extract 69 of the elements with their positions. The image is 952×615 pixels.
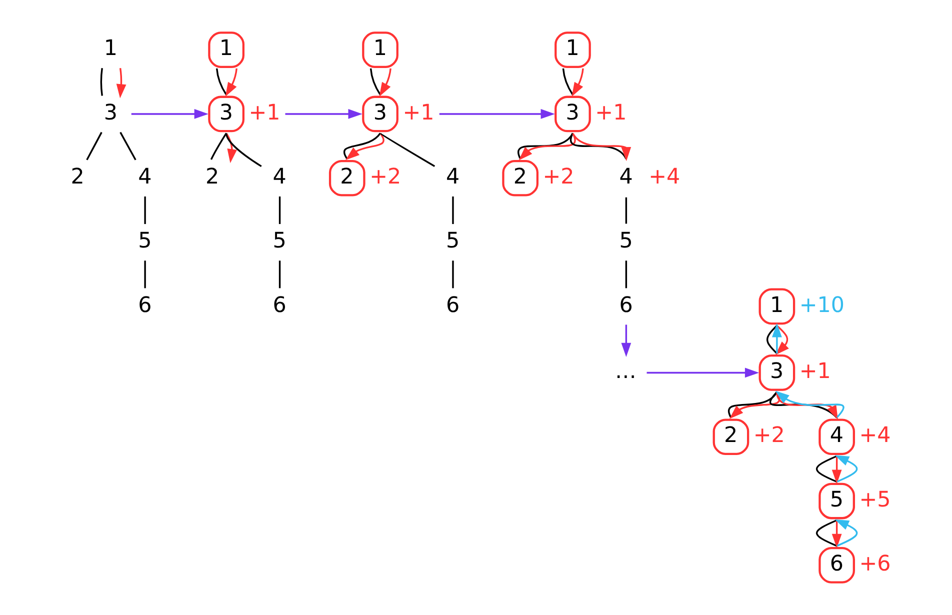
node-text: 5 bbox=[446, 228, 460, 254]
node-label: +4 bbox=[858, 423, 890, 448]
arrow bbox=[774, 390, 844, 418]
arrow bbox=[225, 133, 237, 164]
arrow bbox=[620, 324, 631, 357]
node-text: 6 bbox=[272, 292, 286, 318]
connector bbox=[144, 196, 146, 224]
node-text: 4 bbox=[446, 164, 460, 190]
arrow bbox=[831, 456, 842, 484]
arrow bbox=[284, 109, 362, 119]
arrow bbox=[834, 519, 858, 547]
node-text: 5 bbox=[272, 228, 286, 254]
connector bbox=[562, 68, 573, 96]
arrow bbox=[771, 323, 782, 354]
connector bbox=[119, 132, 136, 160]
node-text: 6 bbox=[618, 292, 632, 318]
node-label: +1 bbox=[798, 359, 830, 384]
connector bbox=[224, 133, 262, 168]
node-text: 2 bbox=[204, 164, 219, 190]
node-label: +1 bbox=[402, 100, 434, 126]
node-text: 4 bbox=[138, 164, 152, 190]
node-text: 6 bbox=[138, 292, 152, 318]
node-text: … bbox=[614, 359, 636, 384]
connector bbox=[379, 132, 435, 167]
arrow bbox=[438, 109, 554, 119]
arrow bbox=[571, 68, 584, 97]
connector bbox=[452, 260, 454, 288]
node-text: 5 bbox=[618, 228, 632, 254]
connector bbox=[278, 260, 280, 288]
connector bbox=[144, 260, 146, 288]
connector bbox=[624, 197, 627, 224]
node-text: 5 bbox=[138, 228, 152, 254]
node-label: +4 bbox=[648, 164, 680, 190]
node-text: 1 bbox=[103, 36, 117, 62]
connector bbox=[100, 68, 102, 96]
connector bbox=[766, 325, 778, 354]
connector bbox=[570, 132, 626, 160]
connector bbox=[278, 196, 280, 224]
arrow bbox=[831, 520, 842, 548]
arrow bbox=[130, 109, 208, 119]
node-text: 6 bbox=[446, 292, 460, 318]
connector bbox=[816, 519, 837, 547]
connector bbox=[452, 196, 454, 224]
arrow bbox=[834, 455, 858, 482]
node-label: +10 bbox=[798, 292, 844, 318]
arrow bbox=[774, 325, 788, 356]
arrow bbox=[572, 133, 631, 162]
node-text: 2 bbox=[70, 164, 84, 190]
arrow bbox=[646, 368, 759, 378]
connector bbox=[210, 132, 227, 160]
node-text: 4 bbox=[272, 164, 286, 190]
node-label: +6 bbox=[858, 552, 890, 577]
node-label: +5 bbox=[858, 487, 890, 512]
connector bbox=[369, 68, 380, 96]
node-label: +2 bbox=[542, 164, 574, 190]
connector bbox=[624, 260, 627, 288]
connector bbox=[215, 68, 227, 96]
arrow bbox=[224, 68, 237, 97]
node-text: 3 bbox=[103, 100, 117, 126]
arrow bbox=[116, 68, 126, 98]
node-label: +2 bbox=[752, 423, 784, 448]
arrow bbox=[378, 68, 391, 97]
node-text: 4 bbox=[618, 164, 632, 190]
node-label: +1 bbox=[594, 100, 626, 126]
connector bbox=[816, 455, 837, 483]
node-label: +2 bbox=[369, 164, 401, 190]
node-label: +1 bbox=[248, 100, 280, 126]
connector bbox=[86, 132, 102, 160]
arrow bbox=[776, 392, 838, 420]
